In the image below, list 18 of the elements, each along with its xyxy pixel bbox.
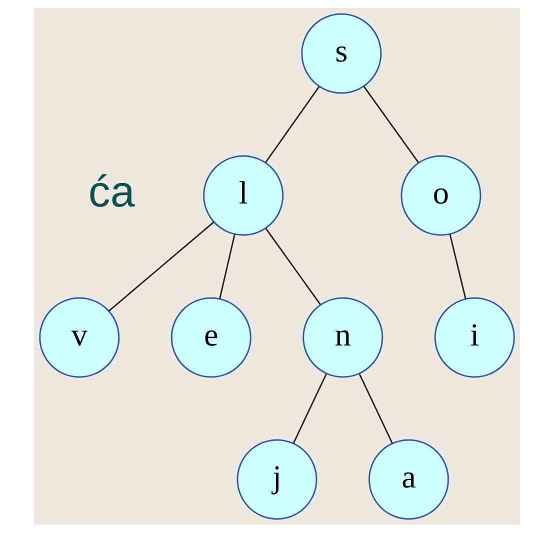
node-circle: l bbox=[203, 155, 284, 236]
node-circle: v bbox=[39, 297, 120, 378]
connector bbox=[264, 86, 320, 164]
connector bbox=[358, 374, 394, 444]
node-circle: j bbox=[236, 439, 318, 520]
connector bbox=[292, 374, 327, 444]
connector bbox=[449, 234, 466, 299]
node-circle: i bbox=[434, 297, 515, 378]
connector bbox=[363, 86, 420, 164]
node-circle: e bbox=[170, 297, 252, 378]
node-circle: o bbox=[400, 155, 482, 236]
connector bbox=[108, 222, 214, 312]
node-circle: a bbox=[368, 439, 449, 520]
connector bbox=[219, 234, 236, 299]
node-circle: n bbox=[302, 297, 384, 378]
label: ća bbox=[88, 167, 135, 216]
connector bbox=[265, 228, 321, 306]
node-circle: s bbox=[301, 13, 382, 94]
